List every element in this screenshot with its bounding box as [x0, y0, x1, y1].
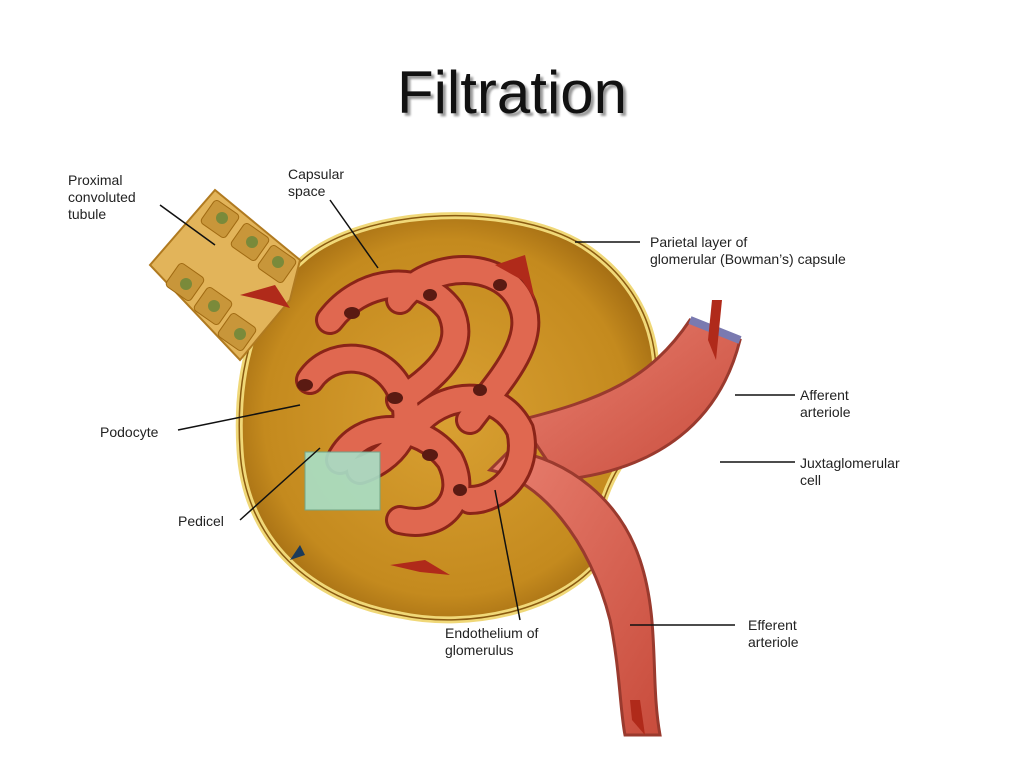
- leader-lines: [159, 199, 795, 626]
- label-capsular-space: Capsular space: [288, 166, 345, 199]
- label-pedicel: Pedicel: [178, 513, 224, 529]
- pedicel-highlight-box: [304, 451, 381, 511]
- label-podocyte: Podocyte: [100, 424, 159, 440]
- filtration-arrow: [290, 545, 305, 560]
- label-endothelium: Endothelium of glomerulus: [445, 625, 539, 658]
- label-afferent-arteriole: Afferent arteriole: [800, 387, 851, 420]
- proximal-tubule-shape: [148, 188, 302, 362]
- label-parietal-layer: Parietal layer of glomerular (Bowman’s) …: [650, 234, 846, 267]
- label-juxtaglomerular-cell: Juxtaglomerular cell: [800, 455, 900, 488]
- flow-arrows: [240, 255, 722, 735]
- efferent-arteriole-shape: [486, 448, 662, 737]
- glomerulus: [295, 255, 541, 537]
- page-title: Filtration: [396, 59, 628, 126]
- label-efferent-arteriole: Efferent arteriole: [748, 617, 799, 650]
- label-proximal-convoluted-tubule: Proximal convoluted tubule: [68, 172, 136, 222]
